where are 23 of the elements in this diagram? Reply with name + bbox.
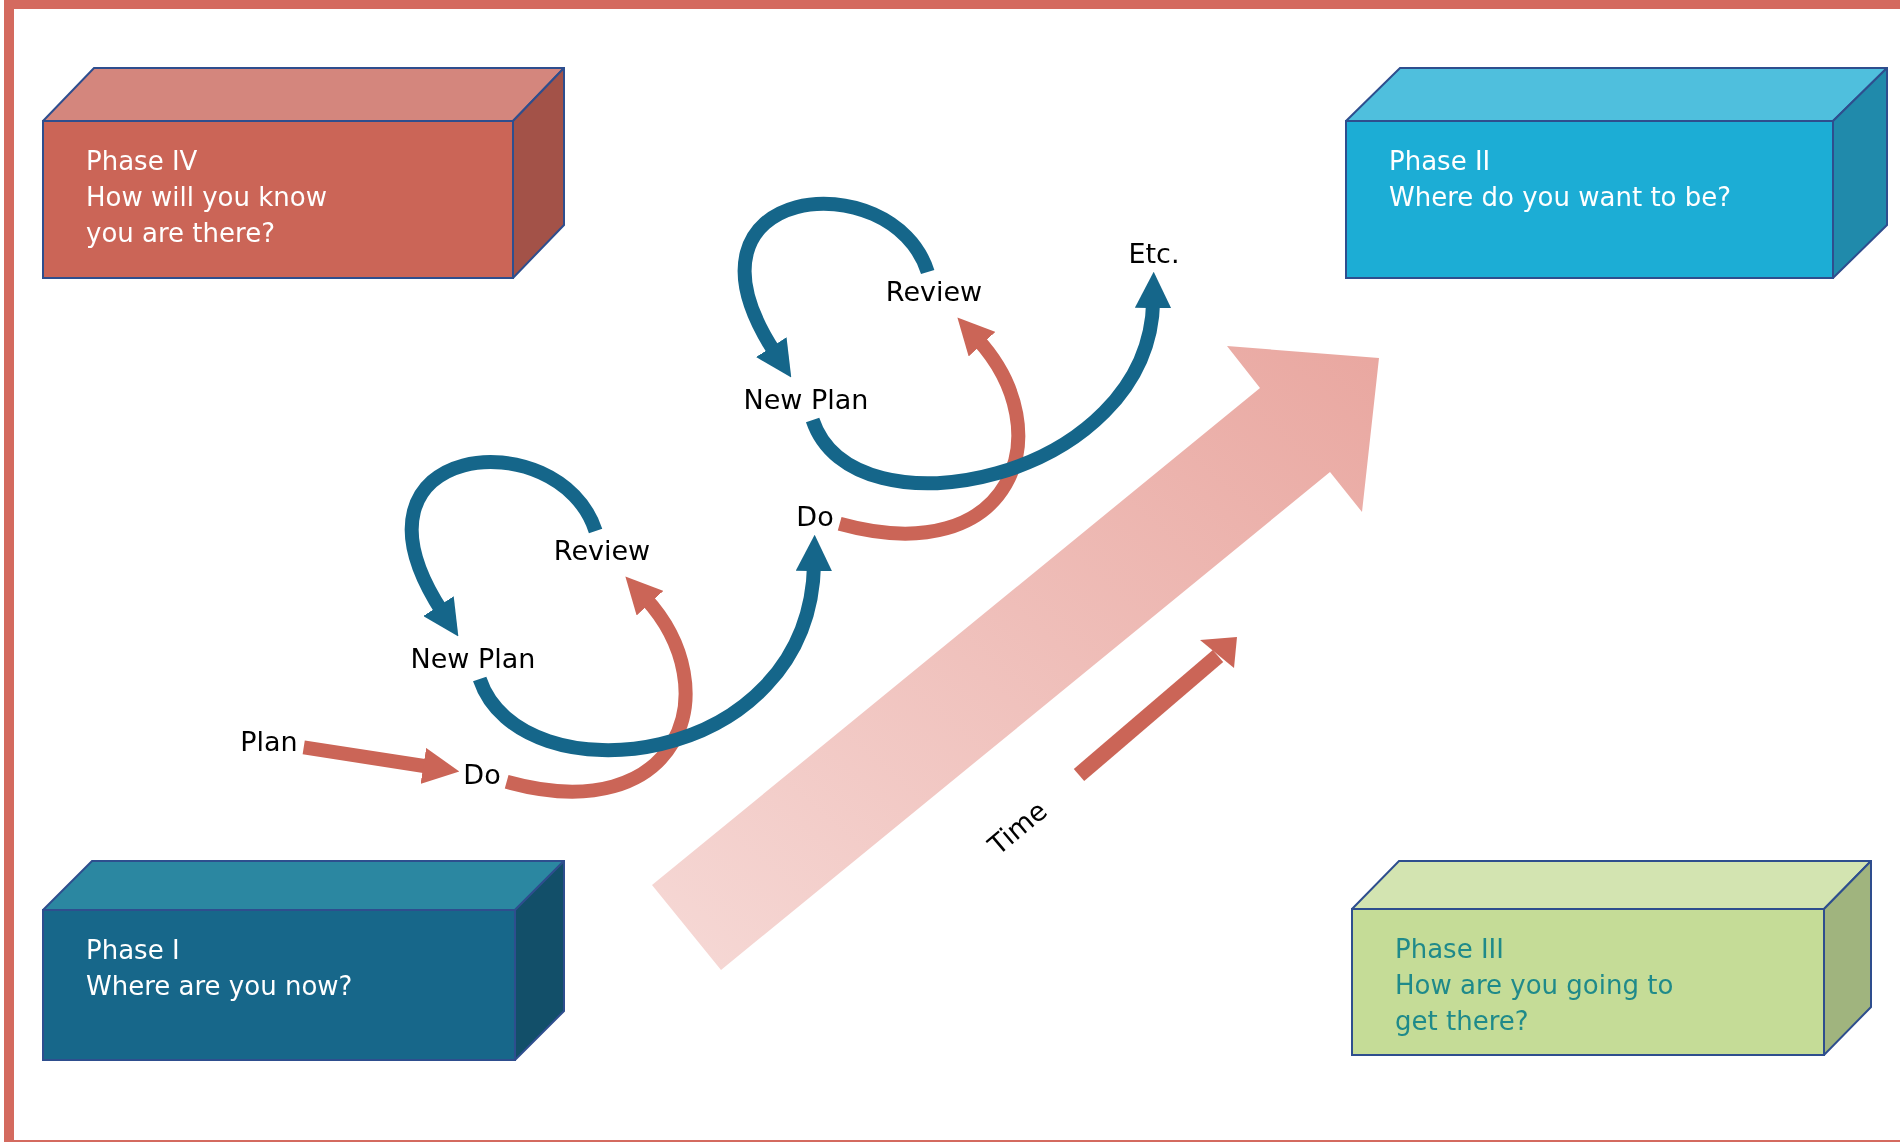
- curved-arrow: [738, 196, 934, 379]
- step-label: Do: [461, 759, 503, 791]
- curved-arrow: [806, 272, 1171, 491]
- step-label: New Plan: [408, 643, 538, 675]
- step-label: New Plan: [741, 384, 871, 416]
- curved-arrow: [302, 740, 460, 784]
- step-label: Do: [794, 501, 836, 533]
- phase-heading: Phase III: [1395, 933, 1505, 966]
- curved-arrow: [405, 455, 602, 638]
- step-label: Etc.: [1126, 238, 1182, 270]
- phase-question: How are you going to get there?: [1395, 969, 1675, 1038]
- curved-arrow: [473, 534, 832, 757]
- phase-heading: Phase I: [86, 934, 181, 967]
- phase-question: Where do you want to be?: [1389, 181, 1733, 214]
- phase-question: Where are you now?: [86, 970, 354, 1003]
- phase-heading: Phase II: [1389, 145, 1492, 178]
- phase-heading: Phase IV: [86, 145, 199, 178]
- step-label: Review: [551, 535, 653, 567]
- step-label: Plan: [238, 726, 300, 758]
- curved-arrow: [838, 315, 1026, 541]
- step-label: Review: [883, 276, 985, 308]
- curved-arrow: [505, 574, 693, 799]
- phase-question: How will you know you are there?: [86, 181, 328, 250]
